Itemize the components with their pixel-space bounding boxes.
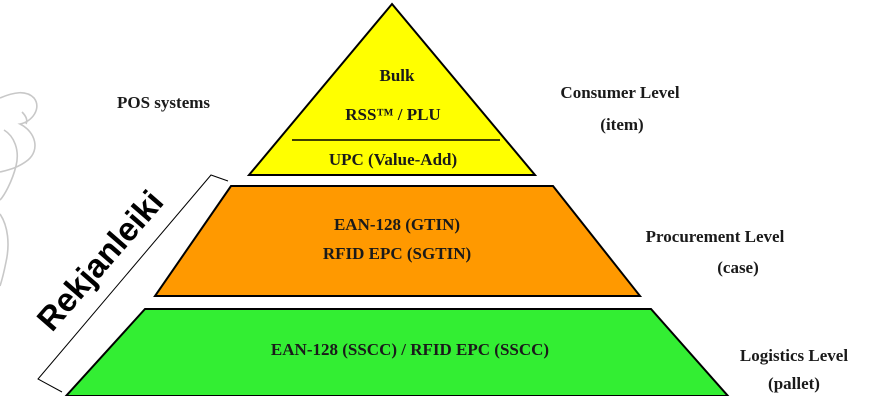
sketch-illustration [0, 91, 38, 287]
pos-systems-label: POS systems [117, 93, 210, 112]
tier-top-line1: Bulk [380, 66, 416, 85]
tier-bottom: EAN-128 (SSCC) / RFID EPC (SSCC) [64, 308, 730, 396]
tier-top-shape [246, 2, 538, 176]
tier-middle-line1: EAN-128 (GTIN) [334, 215, 460, 234]
tier-bottom-shape [64, 308, 730, 396]
tier-middle: EAN-128 (GTIN) RFID EPC (SGTIN) [153, 185, 643, 297]
procurement-level-sub: (case) [717, 258, 759, 277]
tier-top-line2: RSS™ / PLU [345, 105, 440, 124]
tier-top-line3: UPC (Value-Add) [329, 150, 457, 169]
consumer-level-sub: (item) [600, 115, 643, 134]
tier-bottom-line1: EAN-128 (SSCC) / RFID EPC (SSCC) [271, 340, 549, 359]
logistics-level-title: Logistics Level [740, 346, 848, 365]
procurement-level-title: Procurement Level [646, 227, 785, 246]
logistics-level-sub: (pallet) [768, 374, 820, 393]
tier-top: Bulk RSS™ / PLU UPC (Value-Add) [246, 2, 538, 176]
traceability-brace [37, 174, 229, 393]
consumer-level-title: Consumer Level [560, 83, 679, 102]
tier-middle-line2: RFID EPC (SGTIN) [323, 244, 471, 263]
tier-middle-shape [153, 185, 643, 297]
